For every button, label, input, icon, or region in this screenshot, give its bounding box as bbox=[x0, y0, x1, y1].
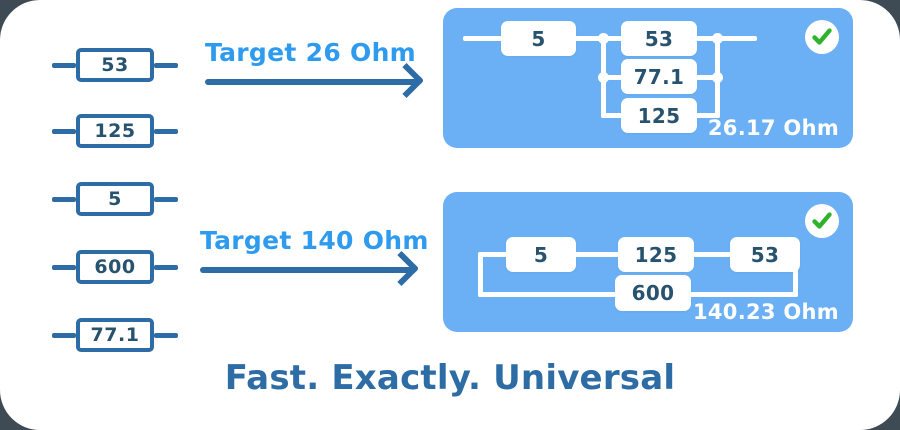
circuit-node bbox=[712, 72, 723, 83]
resistor-body: 53 bbox=[76, 48, 154, 82]
resistor-value: 125 bbox=[94, 119, 136, 142]
target-arrow-top: Target 26 Ohm bbox=[205, 38, 417, 85]
resistor-lead-right bbox=[154, 62, 178, 68]
resistor-lead-left bbox=[52, 264, 76, 270]
result-value-bottom: 140.23 Ohm bbox=[692, 300, 839, 324]
tagline: Fast. Exactly. Universal bbox=[224, 358, 676, 398]
wire-top-branch-b bbox=[571, 252, 621, 257]
resistor-value: 125 bbox=[637, 103, 681, 128]
circuit-resistor-series: 53 bbox=[730, 237, 800, 272]
target-arrow-bottom: Target 140 Ohm bbox=[200, 226, 429, 273]
wire-branch-3-left bbox=[601, 113, 623, 118]
solution-panel-bottom[interactable]: 5 125 53 600 140.23 Ohm bbox=[443, 192, 853, 332]
inventory-resistor[interactable]: 77.1 bbox=[30, 312, 200, 358]
wire-bottom-branch-right bbox=[678, 292, 798, 297]
circuit-node bbox=[712, 33, 723, 44]
resistor-value: 5 bbox=[533, 242, 549, 267]
circuit-resistor-parallel: 53 bbox=[621, 21, 697, 56]
circuit-resistor-series: 5 bbox=[501, 21, 576, 56]
resistor-lead-right bbox=[154, 196, 178, 202]
resistor-value: 600 bbox=[94, 255, 136, 278]
resistor-value: 53 bbox=[101, 53, 129, 76]
resistor-lead-left bbox=[52, 332, 76, 338]
resistor-value: 600 bbox=[631, 281, 675, 305]
arrow-right-icon bbox=[205, 79, 417, 85]
wire-branch-2-right bbox=[695, 75, 720, 80]
resistor-value: 5 bbox=[531, 26, 546, 51]
resistor-value: 77.1 bbox=[633, 64, 685, 89]
resistor-value: 125 bbox=[634, 242, 678, 267]
wire-output bbox=[715, 36, 757, 41]
inventory-resistor[interactable]: 600 bbox=[30, 244, 200, 290]
circuit-resistor-parallel: 125 bbox=[621, 98, 697, 133]
wire-input bbox=[463, 36, 503, 41]
resistor-lead-right bbox=[154, 128, 178, 134]
target-label-top: Target 26 Ohm bbox=[205, 38, 417, 67]
resistor-body: 125 bbox=[76, 114, 154, 148]
resistor-inventory: 53 125 5 600 bbox=[30, 42, 200, 357]
wire-left-bus bbox=[478, 252, 483, 297]
wire-top-branch-a bbox=[478, 252, 508, 257]
circuit-node bbox=[598, 72, 609, 83]
resistor-body: 77.1 bbox=[76, 318, 154, 352]
resistor-lead-right bbox=[154, 264, 178, 270]
resistor-value: 5 bbox=[108, 187, 122, 210]
circuit-resistor-series: 125 bbox=[618, 237, 694, 272]
inventory-resistor[interactable]: 125 bbox=[30, 108, 200, 154]
wire-branch-1-left bbox=[601, 36, 623, 41]
check-circle-icon bbox=[805, 20, 839, 54]
resistor-lead-left bbox=[52, 62, 76, 68]
resistor-lead-left bbox=[52, 128, 76, 134]
wire-series-to-node bbox=[574, 36, 609, 41]
wire-right-bus bbox=[793, 252, 798, 297]
wire-branch-1-right bbox=[695, 36, 720, 41]
resistor-value: 77.1 bbox=[90, 323, 140, 346]
check-circle-icon bbox=[805, 204, 839, 238]
circuit-resistor-parallel: 77.1 bbox=[621, 59, 697, 94]
resistor-body: 5 bbox=[76, 182, 154, 216]
resistor-lead-right bbox=[154, 332, 178, 338]
resistor-lead-left bbox=[52, 196, 76, 202]
resistor-value: 53 bbox=[644, 26, 674, 51]
target-label-bottom: Target 140 Ohm bbox=[200, 226, 429, 255]
wire-branch-3-right bbox=[695, 113, 720, 118]
arrow-right-icon bbox=[200, 267, 412, 273]
wire-top-branch-c bbox=[681, 252, 733, 257]
circuit-node bbox=[598, 33, 609, 44]
wire-bottom-branch-left bbox=[478, 292, 618, 297]
circuit-resistor-series: 5 bbox=[506, 237, 576, 272]
circuit-resistor-parallel: 600 bbox=[615, 275, 691, 311]
wire-branch-2-left bbox=[601, 75, 623, 80]
solution-panel-top[interactable]: 5 53 77.1 125 26.17 Ohm bbox=[443, 8, 853, 148]
inventory-resistor[interactable]: 53 bbox=[30, 42, 200, 88]
resistor-body: 600 bbox=[76, 250, 154, 284]
inventory-resistor[interactable]: 5 bbox=[30, 176, 200, 222]
resistor-value: 53 bbox=[750, 242, 780, 267]
result-value-top: 26.17 Ohm bbox=[707, 116, 839, 140]
